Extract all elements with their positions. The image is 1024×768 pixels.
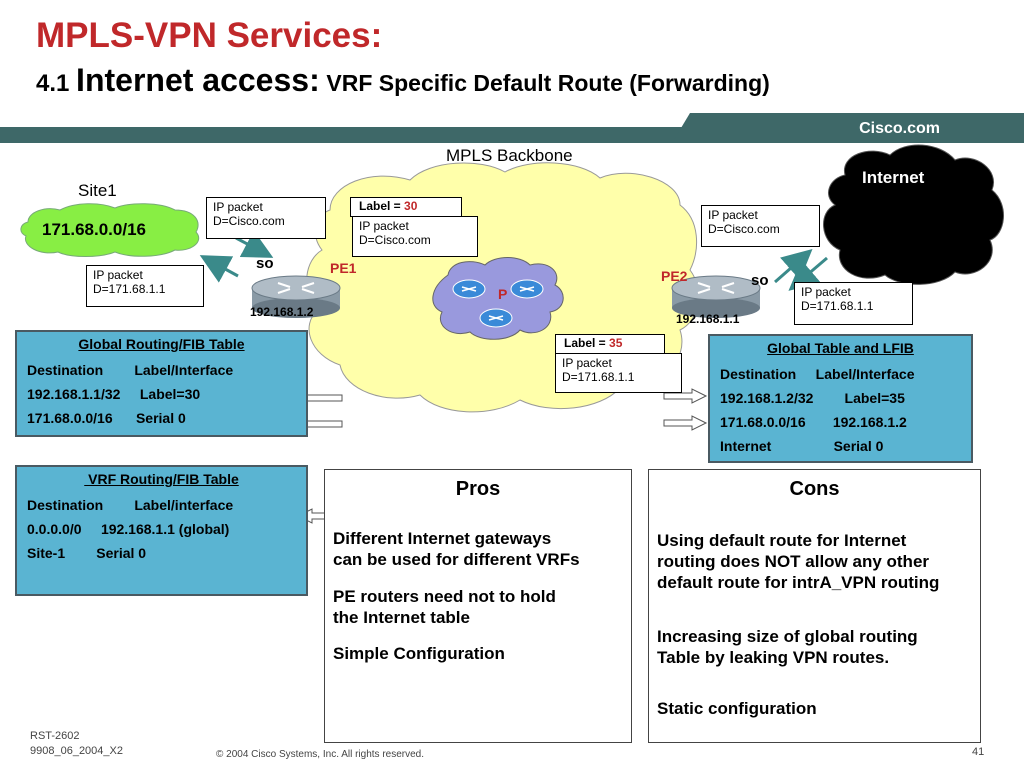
vrf-fib-title: VRF Routing/FIB Table xyxy=(84,471,239,487)
cons-item: Using default route for Internet routing… xyxy=(657,530,939,593)
footer-code-2: 9908_06_2004_X2 xyxy=(30,745,123,757)
packet-line: D=171.68.1.1 xyxy=(93,282,166,296)
packet-internet-inbound: IP packet D=171.68.1.1 xyxy=(794,282,913,325)
cons-title: Cons xyxy=(789,478,840,500)
footer-code-1: RST-2602 xyxy=(30,730,80,742)
packet-line: D=171.68.1.1 xyxy=(801,299,874,313)
subtitle-main: Internet access: xyxy=(76,62,320,98)
vrf-fib-header: Destination Label/interface xyxy=(27,497,234,513)
global-fib-row: 171.68.0.0/16 Serial 0 xyxy=(27,410,186,426)
pros-line: Simple Configuration xyxy=(333,644,505,663)
pe1-ip: 192.168.1.2 xyxy=(250,305,314,319)
label-text: Label = xyxy=(359,199,405,213)
brand-label: Cisco.com xyxy=(859,120,940,137)
pe1-label: PE1 xyxy=(330,260,357,276)
cons-line: Using default route for Internet xyxy=(657,531,907,550)
header-bar xyxy=(0,113,1024,143)
site1-cloud xyxy=(20,203,200,257)
packet-line: IP packet xyxy=(801,285,851,299)
vrf-fib-row: 0.0.0.0/0 192.168.1.1 (global) xyxy=(27,521,230,537)
p-label: P xyxy=(498,286,508,302)
arrow-pe1-to-site xyxy=(199,255,239,283)
global-lfib-title: Global Table and LFIB xyxy=(767,340,914,356)
packet-line: IP packet xyxy=(562,356,612,370)
packet-site-inbound: IP packet D=171.68.1.1 xyxy=(86,265,204,307)
global-fib-table: Global Routing/FIB Table Destination Lab… xyxy=(15,330,308,437)
label-text: Label = xyxy=(564,336,610,350)
mpls-backbone-label: MPLS Backbone xyxy=(446,146,573,165)
packet-line: IP packet xyxy=(708,208,758,222)
label-value: 30 xyxy=(404,199,418,213)
internet-cloud xyxy=(823,144,1005,285)
packet-mpls-inbound: IP packet D=171.68.1.1 xyxy=(555,353,682,393)
vrf-fib-row: Site-1 Serial 0 xyxy=(27,545,147,561)
packet-mpls-outbound: IP packet D=Cisco.com xyxy=(352,216,478,257)
subtitle-rest: VRF Specific Default Route (Forwarding) xyxy=(326,70,770,96)
internet-label: Internet xyxy=(862,168,925,187)
pros-item: PE routers need not to hold the Internet… xyxy=(333,586,556,628)
pros-line: the Internet table xyxy=(333,608,470,627)
cons-box: Cons Using default route for Internet ro… xyxy=(648,469,981,743)
global-fib-row: 192.168.1.1/32 Label=30 xyxy=(27,386,201,402)
subtitle-number: 4.1 xyxy=(36,70,70,97)
label-value: 35 xyxy=(609,336,623,350)
global-lfib-row: Internet Serial 0 xyxy=(720,438,884,454)
packet-line: D=Cisco.com xyxy=(359,233,431,247)
p-router-cloud xyxy=(432,257,564,340)
packet-line: IP packet xyxy=(213,200,263,214)
label-35-tag: Label = 35 xyxy=(555,334,665,354)
pe2-router-icon xyxy=(671,275,761,318)
global-fib-header: Destination Label/Interface xyxy=(27,362,234,378)
pros-line: PE routers need not to hold xyxy=(333,587,556,606)
pe2-serial-label: so xyxy=(751,272,769,289)
page-subtitle: 4.1 Internet access: VRF Specific Defaul… xyxy=(36,62,770,99)
cons-line: Table by leaking VPN routes. xyxy=(657,648,890,667)
site1-label: Site1 xyxy=(78,181,117,200)
global-lfib-header: Destination Label/Interface xyxy=(720,366,915,382)
footer-copyright: © 2004 Cisco Systems, Inc. All rights re… xyxy=(216,749,425,760)
page-number: 41 xyxy=(972,746,985,758)
global-fib-title: Global Routing/FIB Table xyxy=(78,336,245,352)
cons-line: routing does NOT allow any other xyxy=(657,552,930,571)
pros-line: can be used for different VRFs xyxy=(333,550,580,569)
packet-internet-outbound: IP packet D=Cisco.com xyxy=(701,205,820,247)
global-lfib-table: Global Table and LFIB Destination Label/… xyxy=(708,334,973,463)
page-title: MPLS-VPN Services: xyxy=(36,16,383,55)
vrf-fib-table: VRF Routing/FIB Table Destination Label/… xyxy=(15,465,308,596)
cons-line: Static configuration xyxy=(657,699,817,718)
pros-title: Pros xyxy=(455,478,501,500)
packet-line: D=171.68.1.1 xyxy=(562,370,635,384)
pe1-serial-label: so xyxy=(256,255,274,272)
arrow-site-to-pe1 xyxy=(235,230,274,258)
global-lfib-row: 192.168.1.2/32 Label=35 xyxy=(720,390,905,406)
cons-item: Static configuration xyxy=(657,698,817,719)
pros-line: Different Internet gateways xyxy=(333,529,552,548)
pe1-router-icon xyxy=(251,275,341,318)
cons-line: default route for intrA_VPN routing xyxy=(657,573,940,592)
site-prefix: 171.68.0.0/16 xyxy=(42,220,146,239)
packet-line: D=Cisco.com xyxy=(708,222,780,236)
p-router-icons xyxy=(452,279,544,328)
pros-box: Pros Different Internet gateways can be … xyxy=(324,469,632,743)
packet-line: IP packet xyxy=(359,219,409,233)
global-lfib-row: 171.68.0.0/16 192.168.1.2 xyxy=(720,414,907,430)
packet-line: IP packet xyxy=(93,268,143,282)
label-30-tag: Label = 30 xyxy=(350,197,462,217)
pe2-label: PE2 xyxy=(661,268,688,284)
packet-line: D=Cisco.com xyxy=(213,214,285,228)
pe2-ip: 192.168.1.1 xyxy=(676,312,740,326)
packet-site-outbound: IP packet D=Cisco.com xyxy=(206,197,326,239)
cons-line: Increasing size of global routing xyxy=(657,627,918,646)
pros-item: Simple Configuration xyxy=(333,643,505,664)
cons-item: Increasing size of global routing Table … xyxy=(657,626,918,668)
pros-item: Different Internet gateways can be used … xyxy=(333,528,580,570)
